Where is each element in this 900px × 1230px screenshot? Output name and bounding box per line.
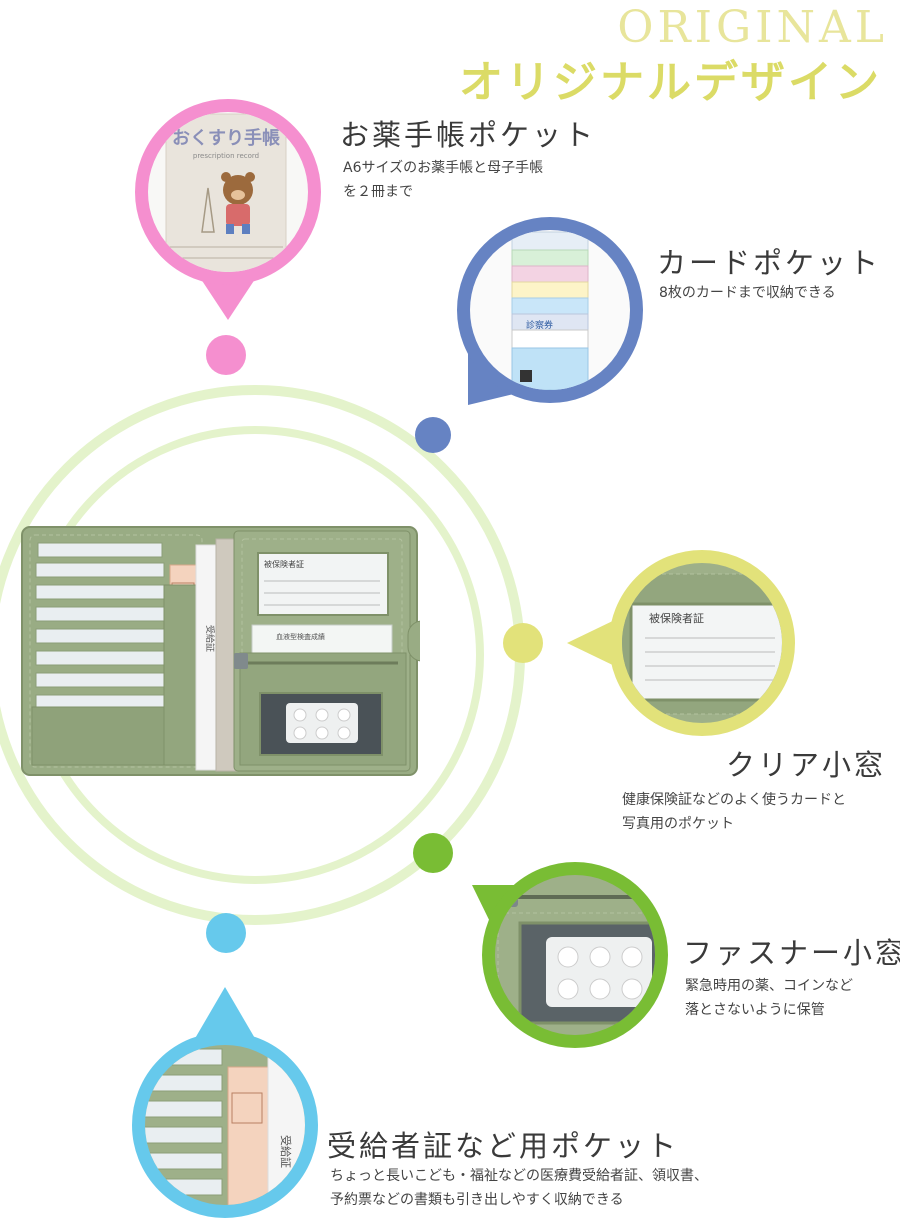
feature-desc-zipper-2: 落とさないように保管: [685, 1002, 825, 1018]
brand-english: ORIGINAL: [617, 2, 888, 53]
medicine-book-bubble: おくすり手帳 prescription record: [135, 99, 321, 320]
certificate-bubble: 受給証: [132, 987, 318, 1218]
brand-japanese: オリジナルデザイン: [459, 57, 882, 108]
wallet-main-photo: 受給証 被保険者証 血液型検査成績: [21, 526, 420, 776]
clear-window-bubble: 被保険者証: [567, 550, 795, 736]
dot-blue: [415, 417, 451, 453]
feature-desc-card-1: 8枚のカードまで収納できる: [659, 285, 836, 301]
feature-title-zipper: ファスナー小窓: [683, 936, 900, 970]
feature-title-card: カードポケット: [657, 246, 882, 280]
feature-desc-clear-window-1: 健康保険証などのよく使うカードと: [622, 792, 846, 808]
card-slots: [31, 542, 171, 766]
feature-desc-zipper-1: 緊急時用の薬、コインなど: [685, 978, 853, 994]
feature-desc-certificate-2: 予約票などの書類も引き出しやすく収納できる: [330, 1192, 624, 1208]
notebook-title: おくすり手帳: [172, 127, 280, 149]
feature-title-clear-window: クリア小窓: [726, 748, 887, 782]
feature-desc-clear-window-2: 写真用のポケット: [622, 816, 734, 832]
feature-title-medicine-book: お薬手帳ポケット: [340, 118, 597, 152]
dot-cyan: [206, 913, 246, 953]
dot-pink: [206, 335, 246, 375]
zipper-bubble: [472, 862, 668, 1048]
clear-window-card-label: 被保険者証: [649, 611, 704, 625]
card-label: 診察券: [526, 319, 553, 331]
dot-green: [413, 833, 453, 873]
cert-label-closeup: 受給証: [279, 1135, 293, 1168]
cert-label: 受給証: [204, 625, 216, 652]
insurance-card-label: 被保険者証: [264, 559, 304, 569]
feature-desc-medicine-book-2: を２冊まで: [343, 184, 413, 200]
blood-card-label: 血液型検査成績: [276, 632, 325, 641]
notebook-subtitle: prescription record: [193, 152, 259, 160]
feature-desc-certificate-1: ちょっと長いこども・福祉などの医療費受給者証、領収書、: [330, 1168, 708, 1184]
feature-desc-medicine-book-1: A6サイズのお薬手帳と母子手帳: [343, 160, 544, 176]
dot-yellow: [503, 623, 543, 663]
card-bubble: 診察券: [457, 217, 643, 405]
feature-title-certificate: 受給者証など用ポケット: [327, 1129, 680, 1163]
